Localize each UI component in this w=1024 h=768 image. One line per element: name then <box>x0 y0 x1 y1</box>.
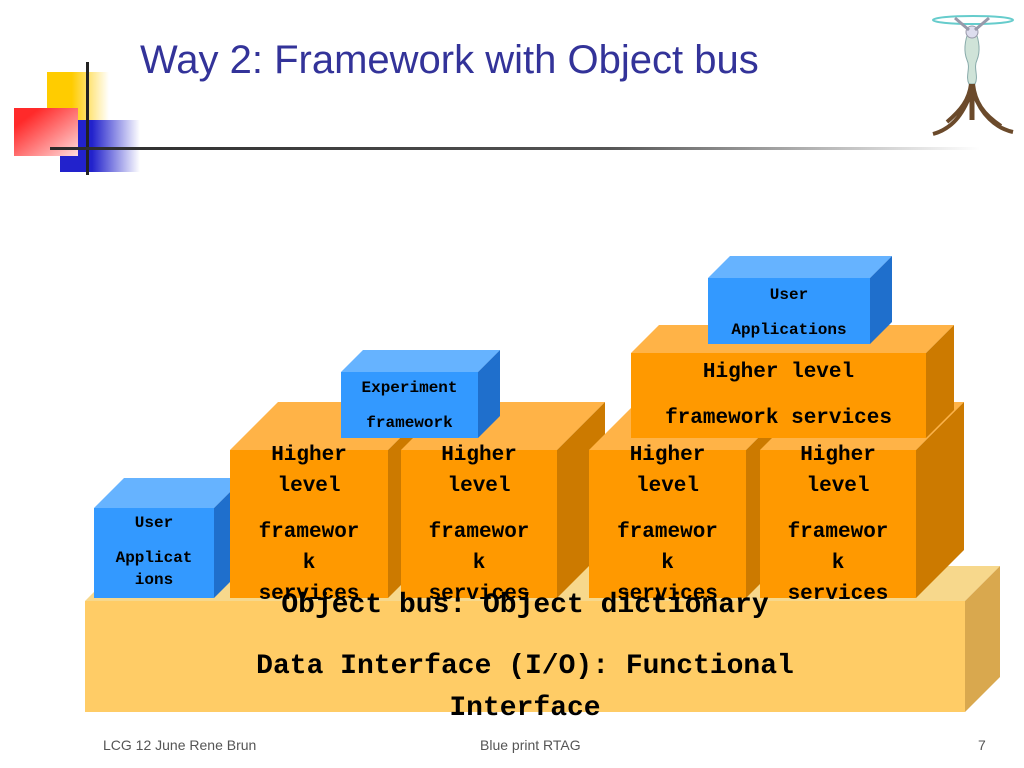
experiment-line-1: Experiment <box>361 379 458 397</box>
service-box-2-line-1: Higher <box>441 444 517 467</box>
page-number: 7 <box>978 737 986 753</box>
user-apps-left-line-1: User <box>134 514 174 532</box>
service-box-4-label: Higher level framewor k services <box>760 440 916 610</box>
service-box-1-line-4: k <box>302 552 316 575</box>
experiment-line-2: framework <box>366 414 453 432</box>
service-box-2 <box>401 402 605 598</box>
bus-line-1: Object bus: Object dictionary <box>281 590 769 621</box>
service-box-2-line-2: level <box>447 475 511 498</box>
user-apps-left-label: User Applicat ions <box>94 512 214 591</box>
user-apps-left-line-3: ions <box>134 571 174 589</box>
experiment-framework-label: Experiment framework <box>341 377 478 434</box>
user-apps-left-line-2: Applicat <box>115 549 193 567</box>
service-box-2-label: Higher level framewor k services <box>401 440 557 610</box>
service-box-3-label: Higher level framewor k services <box>589 440 746 610</box>
upper-services-line-1: Higher level <box>702 361 855 384</box>
footer-left: LCG 12 June Rene Brun <box>103 737 257 753</box>
service-box-4-line-1: Higher <box>800 444 876 467</box>
slide-title: Way 2: Framework with Object bus <box>140 38 759 82</box>
upper-services-slab <box>631 325 954 438</box>
service-box-3-line-5: services <box>617 583 718 606</box>
service-box-1-line-5: services <box>258 583 360 606</box>
service-box-4-line-5: services <box>787 583 889 606</box>
user-apps-top-label: User Applications <box>708 284 870 341</box>
tree-figure-logo <box>932 15 1014 136</box>
service-box-4-line-2: level <box>806 475 870 498</box>
service-box-3-line-3: framewor <box>617 521 718 544</box>
experiment-framework-box <box>341 350 500 438</box>
footer-center: Blue print RTAG <box>480 737 581 753</box>
service-box-1-line-2: level <box>277 475 341 498</box>
service-box-1-line-1: Higher <box>271 444 347 467</box>
service-box-3-line-1: Higher <box>629 444 706 467</box>
service-box-2-line-5: services <box>428 583 530 606</box>
service-box-3-line-4: k <box>661 552 674 575</box>
service-box-1-label: Higher level framewor k services <box>230 440 388 610</box>
upper-services-line-2: framework services <box>665 407 892 430</box>
service-box-3-line-2: level <box>635 475 699 498</box>
bus-line-3: Interface <box>449 693 601 724</box>
upper-services-label: Higher level framework services <box>631 359 926 433</box>
service-box-2-line-3: framewor <box>428 521 530 544</box>
service-box-2-line-4: k <box>472 552 486 575</box>
bus-line-2: Data Interface (I/O): Functional <box>256 651 794 682</box>
user-apps-top-line-1: User <box>769 286 809 304</box>
title-rule <box>50 147 980 150</box>
user-apps-top-box <box>708 256 892 344</box>
service-box-4-line-3: framewor <box>787 521 889 544</box>
service-box-4-line-4: k <box>831 552 845 575</box>
deco-vertical-line <box>86 62 89 175</box>
service-box-1-line-3: framewor <box>258 521 360 544</box>
user-apps-top-line-2: Applications <box>731 321 847 339</box>
